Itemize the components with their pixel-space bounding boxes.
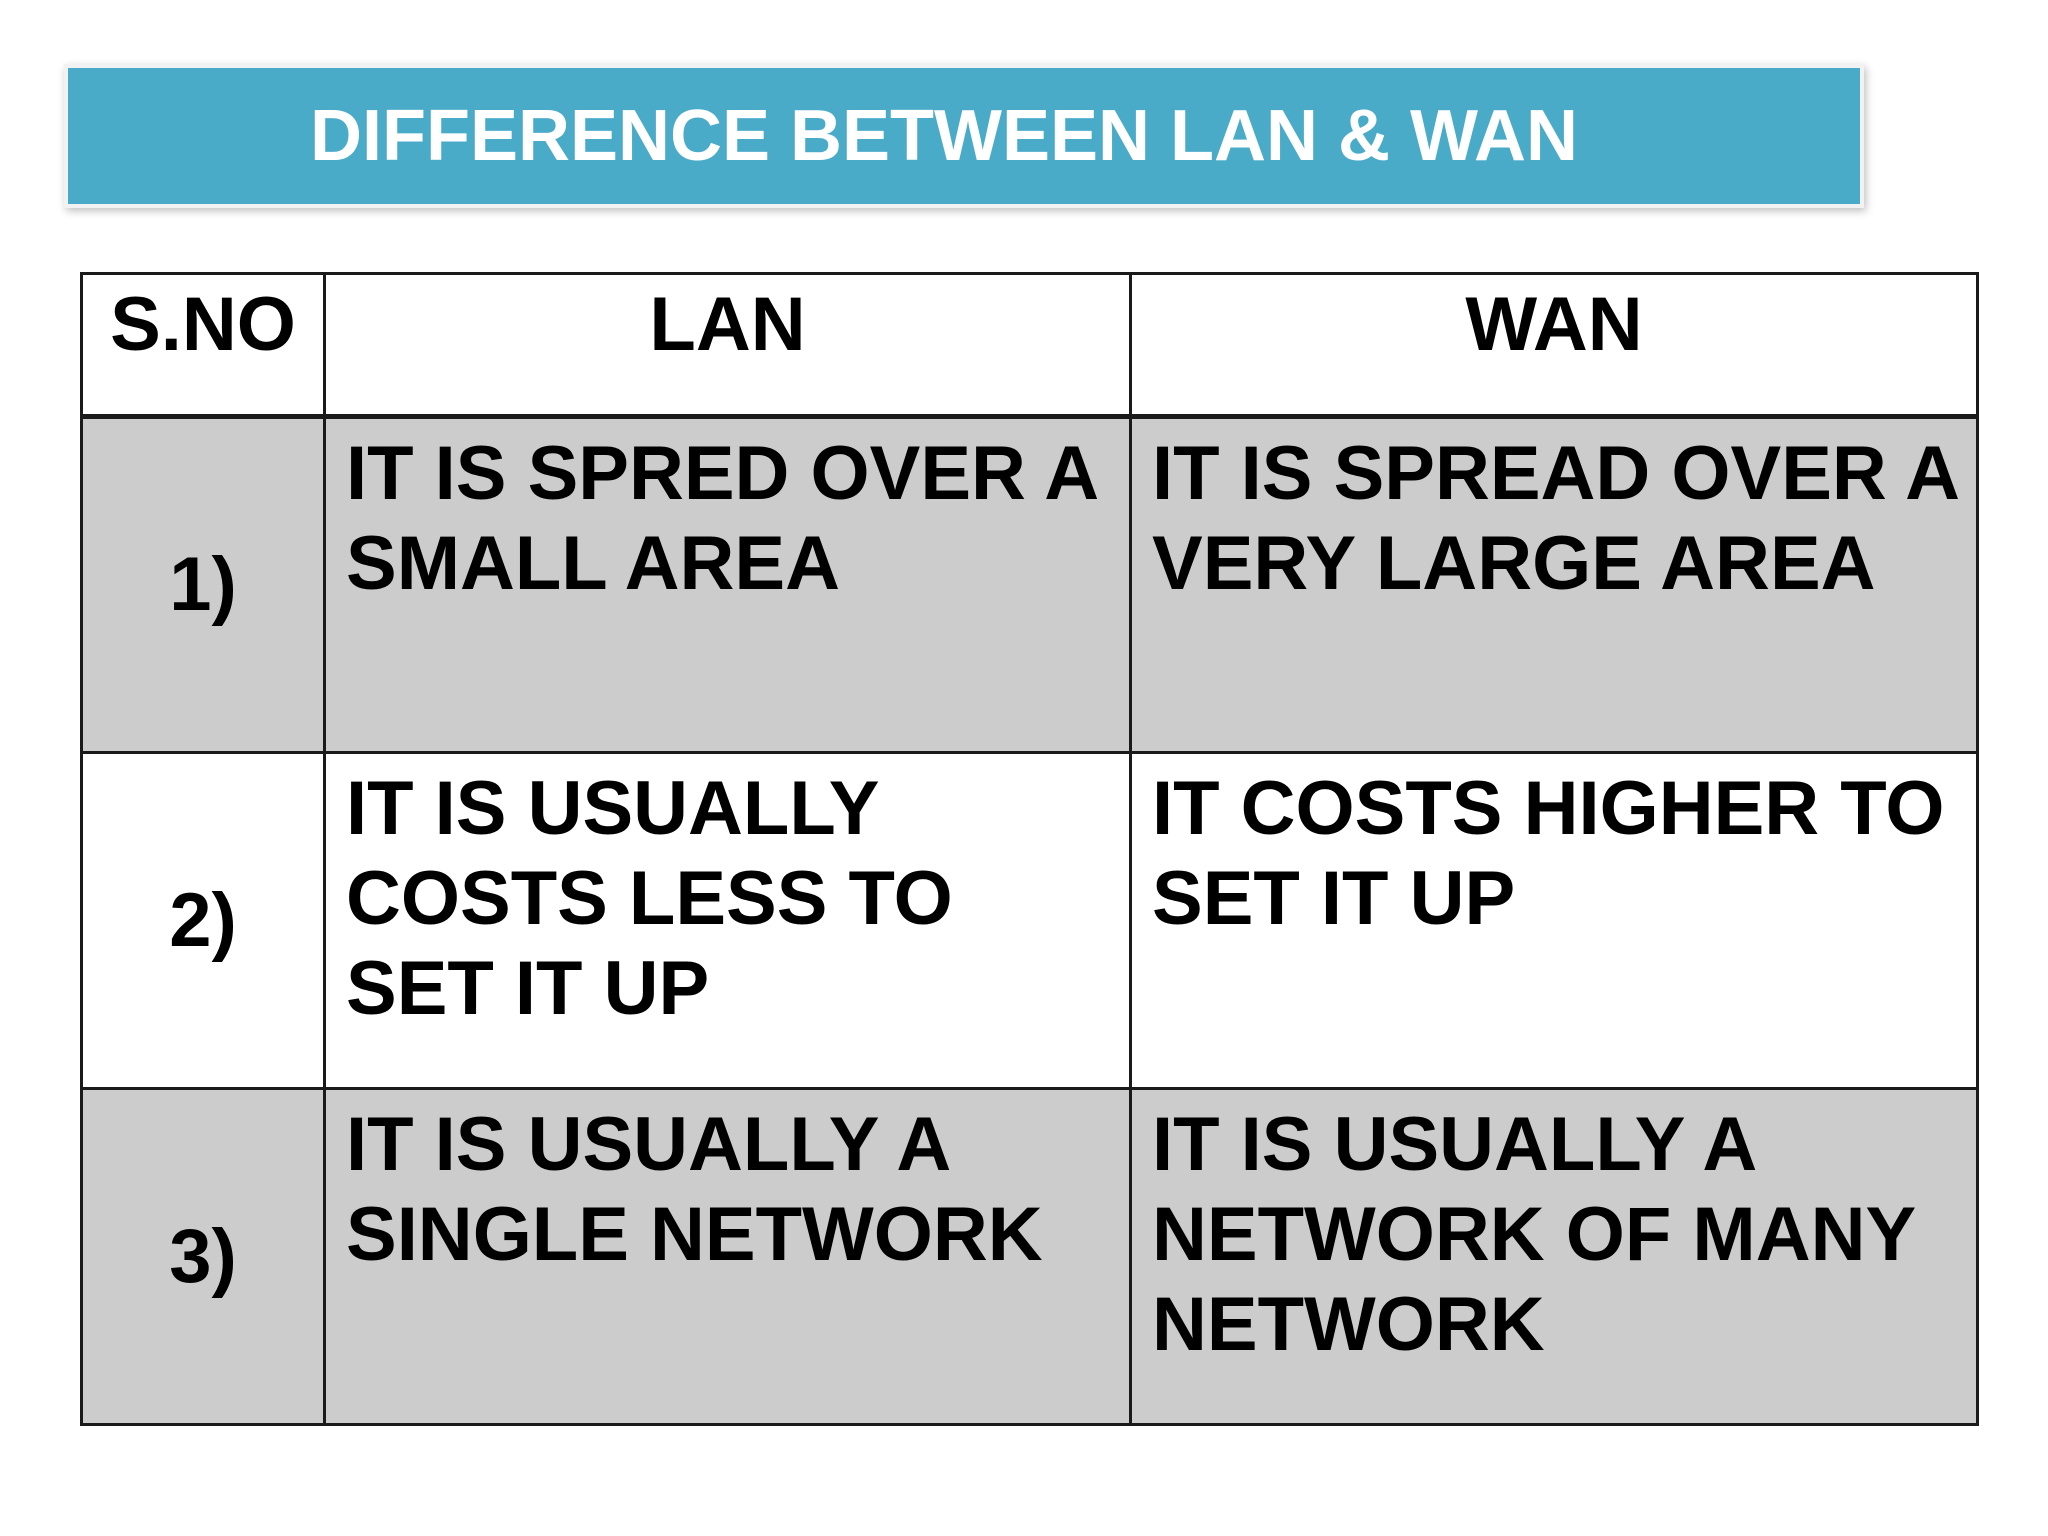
table-row: 3) IT IS USUALLY A SINGLE NETWORK IT IS … xyxy=(80,1087,1979,1426)
row-sno: 2) xyxy=(80,751,326,1090)
page-title: DIFFERENCE BETWEEN LAN & WAN xyxy=(310,96,1578,176)
row-lan-cell: IT IS USUALLY A SINGLE NETWORK xyxy=(323,1087,1132,1426)
row-wan-cell: IT IS USUALLY A NETWORK OF MANY NETWORK xyxy=(1129,1087,1979,1426)
row-sno: 1) xyxy=(80,415,326,754)
header-lan: LAN xyxy=(323,272,1132,419)
table-header-row: S.NO LAN WAN xyxy=(80,272,1979,419)
table-row: 1) IT IS SPRED OVER A SMALL AREA IT IS S… xyxy=(80,415,1979,754)
row-sno: 3) xyxy=(80,1087,326,1426)
row-wan-cell: IT IS SPREAD OVER A VERY LARGE AREA xyxy=(1129,415,1979,754)
header-wan: WAN xyxy=(1129,272,1979,419)
row-lan-cell: IT IS USUALLY COSTS LESS TO SET IT UP xyxy=(323,751,1132,1090)
table-row: 2) IT IS USUALLY COSTS LESS TO SET IT UP… xyxy=(80,751,1979,1090)
row-wan-cell: IT COSTS HIGHER TO SET IT UP xyxy=(1129,751,1979,1090)
header-sno: S.NO xyxy=(80,272,326,419)
row-lan-cell: IT IS SPRED OVER A SMALL AREA xyxy=(323,415,1132,754)
title-banner: DIFFERENCE BETWEEN LAN & WAN xyxy=(64,64,1864,208)
comparison-table: S.NO LAN WAN 1) IT IS SPRED OVER A SMALL… xyxy=(80,272,1979,1426)
